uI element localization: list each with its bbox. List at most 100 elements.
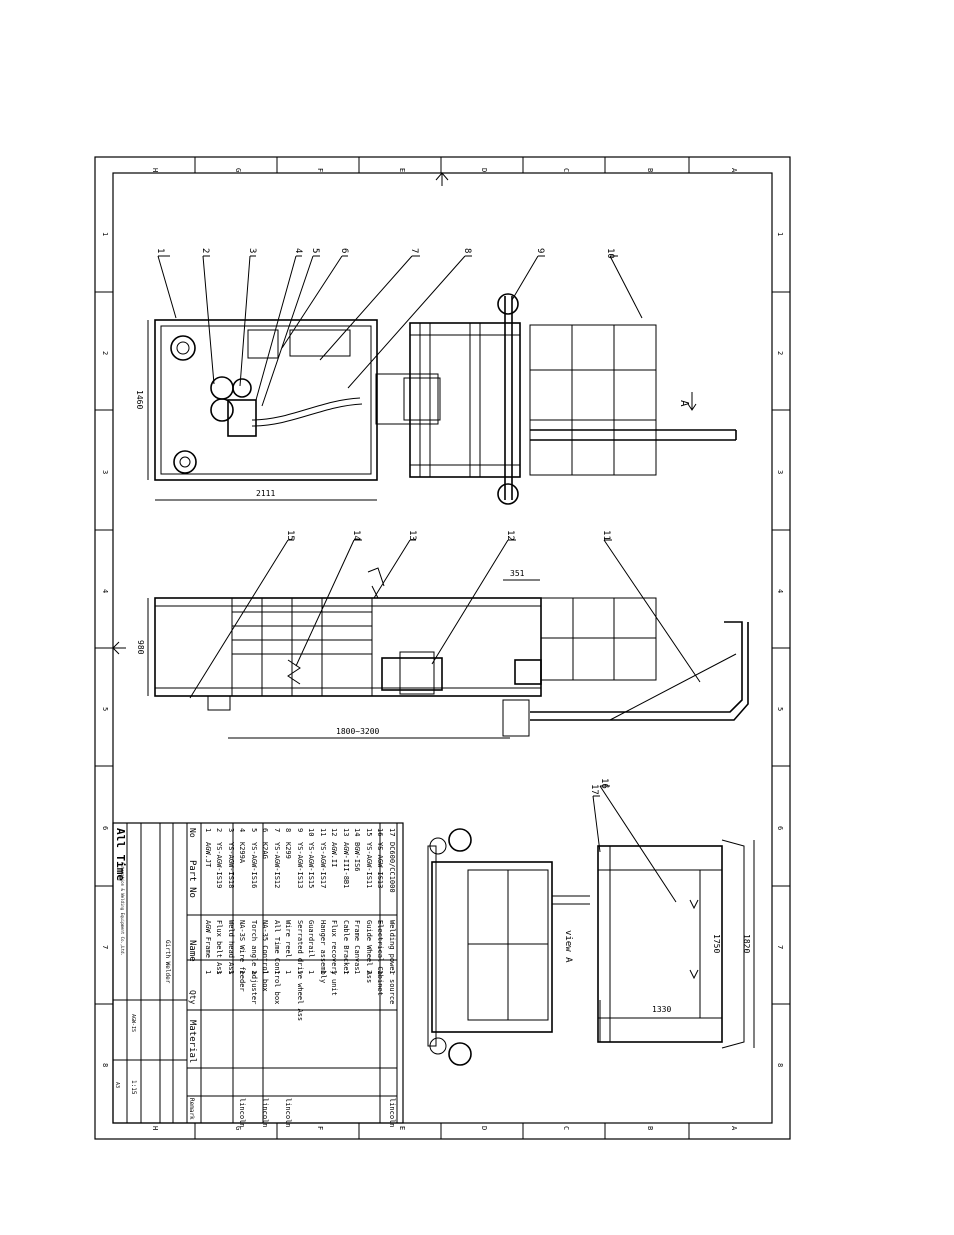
grid-number: 4 [101, 589, 109, 593]
dim-end-width: 1820 [742, 934, 751, 953]
row-qty: 1 [342, 970, 350, 974]
dim-side-travel: 1800~3200 [336, 727, 380, 736]
top-rail-frame [409, 322, 521, 478]
row-no: 2 [215, 828, 223, 832]
row-qty: 1 [250, 970, 258, 974]
top-wire-reel-inner [403, 377, 441, 421]
table-row: 4 K299A NA-3S Wire feeder 1 lincoln [238, 828, 246, 1128]
row-name: All Time Control box [273, 920, 281, 1004]
grid-letter: F [316, 1126, 324, 1130]
grid-letter: D [480, 168, 488, 172]
title-block: No Part No Name Qty Material Remark 17 D… [112, 822, 404, 1128]
grid-number: 6 [776, 826, 784, 830]
row-no: 4 [238, 828, 246, 832]
row-no: 17 [388, 828, 396, 836]
balloon-10: 10 [605, 248, 615, 259]
end-beam [427, 845, 437, 1047]
grid-letter: D [480, 1126, 488, 1130]
row-qty: 1 [296, 970, 304, 974]
row-qty: 1 [353, 970, 361, 974]
balloon-7: 7 [409, 248, 419, 253]
end-cabinet-outline [721, 839, 745, 1049]
row-remark: lincoln [284, 1098, 292, 1128]
balloon-3: 3 [247, 248, 257, 253]
row-no: 9 [296, 828, 304, 832]
table-row: 13 AGW-III-8B1 Cable Bracket 1 [342, 828, 350, 975]
side-frame [154, 597, 542, 697]
grid-number: 2 [101, 351, 109, 355]
row-no: 13 [342, 828, 350, 836]
row-name: NA-35 Control box [261, 920, 269, 992]
side-beam [155, 605, 541, 689]
row-qty: 1 [204, 970, 212, 974]
row-name: Cable Bracket [342, 920, 350, 975]
top-guardrail [529, 324, 657, 476]
grid-letter: C [562, 168, 570, 172]
row-name: AGW Frame [204, 920, 212, 958]
grid-number: 3 [776, 470, 784, 474]
row-qty: 1 [376, 970, 384, 974]
balloon-8: 8 [462, 248, 472, 253]
top-drive-wheel-2 [497, 483, 519, 505]
row-no: 6 [261, 828, 269, 832]
end-cage-bars [468, 870, 548, 1020]
parts-list-rows [187, 914, 397, 1097]
top-guardrail-bars [530, 325, 656, 475]
top-cabinet [289, 329, 351, 357]
top-cable [251, 397, 363, 427]
drawing-scale: 1:15 [130, 1080, 137, 1095]
grid-number: 1 [776, 232, 784, 236]
row-qty: 2 [365, 970, 373, 974]
side-cable-bracket [367, 567, 385, 599]
row-part-no: YS-AGW-IS13 [296, 842, 304, 888]
row-qty: 1 [307, 970, 315, 974]
dim-end-height: 1750 [712, 934, 721, 953]
table-row: 12 AGW.II Flux recovery unit 1 [330, 828, 338, 996]
grid-number: 5 [101, 707, 109, 711]
top-wheel-1-inner [176, 341, 190, 355]
row-remark: lincoln [238, 1098, 246, 1128]
row-qty: 1 [330, 970, 338, 974]
table-row: 2 YS-AGW-IS19 Flux belt Ass 1 [215, 828, 223, 975]
inner-frame [112, 172, 773, 1124]
row-part-no: YS-AGW-IS11 [365, 842, 373, 888]
grid-letter: E [398, 1126, 406, 1130]
top-view: A 1460 2111 [135, 293, 737, 505]
company-name: All Time [114, 828, 127, 881]
drawing-title: Girth Welder [164, 940, 171, 984]
side-guardrail [540, 597, 657, 681]
row-name: Hanger assembly [319, 920, 327, 983]
header-remark: Remark [188, 1098, 195, 1120]
grid-letter: H [151, 168, 159, 172]
parts-rows: 17 DC600/CC1000 Welding power source 1 l… [204, 828, 396, 1128]
row-part-no: YS-AGW-IS16 [250, 842, 258, 888]
grid-letter: H [151, 1126, 159, 1130]
top-reel-2 [210, 398, 234, 422]
grid-letter: B [646, 168, 654, 172]
top-view-arrow [687, 392, 697, 411]
dim-top-length: 2111 [256, 489, 275, 498]
row-remark: lincoln [261, 1098, 269, 1128]
end-cabinet-lines [598, 846, 722, 1042]
end-frame-main [431, 861, 553, 1033]
top-weld-head [227, 399, 257, 437]
grid-number: 6 [101, 826, 109, 830]
end-motor-2 [448, 1042, 472, 1066]
top-wire-reel [375, 373, 439, 425]
grid-number: 5 [776, 707, 784, 711]
dim-end-base: 1330 [652, 1005, 671, 1014]
balloon-14: 14 [351, 530, 361, 541]
top-rail-bars [410, 323, 520, 477]
row-part-no: AGW.JT [204, 842, 212, 868]
end-motor-1 [448, 828, 472, 852]
table-row: 6 K2AG NA-35 Control box 1 lincoln [261, 828, 269, 1128]
row-qty: 1 [388, 970, 396, 974]
top-frame-outer [154, 319, 378, 481]
grid-number: 1 [101, 232, 109, 236]
row-part-no: YS-AGW-IS19 [215, 842, 223, 888]
outer-frame [94, 156, 791, 1140]
grid-letter: B [646, 1126, 654, 1130]
table-row: 3 YS-AGW-IS18 Weld head Ass 1 [227, 828, 235, 975]
balloon-6: 6 [339, 248, 349, 253]
grid-ticks [95, 157, 790, 1139]
